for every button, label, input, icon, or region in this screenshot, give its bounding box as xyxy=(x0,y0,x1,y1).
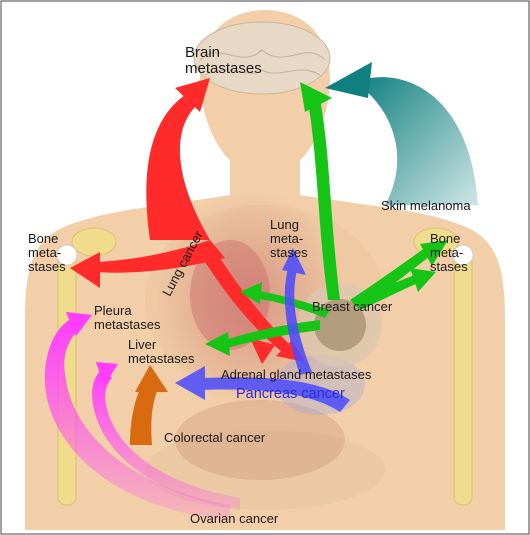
skin-melanoma-arrow xyxy=(325,62,478,205)
label-ovarian-cancer: Ovarian cancer xyxy=(190,511,279,526)
label-brain-metastases: Brain metastases xyxy=(185,44,262,77)
label-skin-melanoma: Skin melanoma xyxy=(381,198,471,213)
label-bone-metastases-right: Bone meta- stases xyxy=(430,231,468,274)
brain xyxy=(193,21,331,95)
label-liver-metastases: Liver metastases xyxy=(128,337,195,366)
label-pancreas-cancer: Pancreas cancer xyxy=(236,386,345,402)
label-pleura-metastases: Pleura metastases xyxy=(94,303,161,332)
label-breast-cancer: Breast cancer xyxy=(312,299,393,314)
ovarian-arrows xyxy=(44,312,240,520)
label-bone-metastases-left: Bone meta- stases xyxy=(28,231,66,274)
label-colorectal-cancer: Colorectal cancer xyxy=(164,430,266,445)
pancreas-arrows xyxy=(175,248,350,412)
colorectal-arrow xyxy=(130,365,168,445)
label-adrenal-gland-metastases: Adrenal gland metastases xyxy=(221,367,372,382)
label-lung-metastases: Lung meta- stases xyxy=(270,217,308,260)
